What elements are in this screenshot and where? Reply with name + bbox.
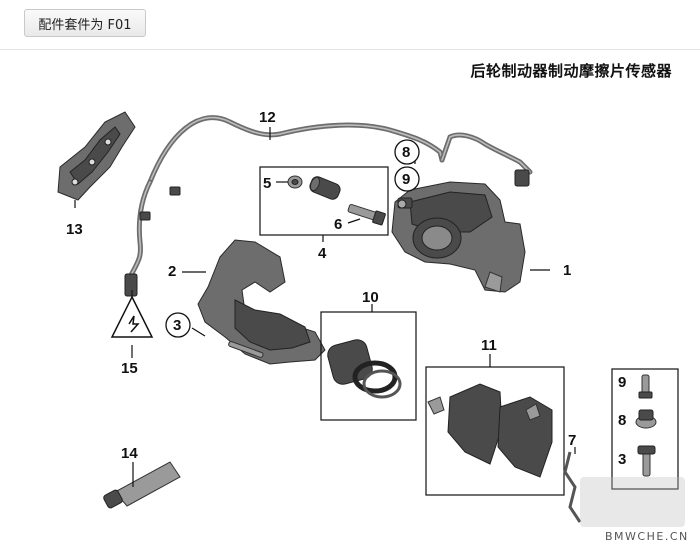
kit-box-11	[425, 366, 565, 496]
side-part-3-bolt[interactable]	[637, 445, 656, 477]
kit-box-10	[320, 311, 417, 421]
warning-triangle-icon	[110, 295, 154, 338]
side-part-9-bleeder-screw[interactable]	[638, 374, 653, 399]
callout-13: 13	[66, 221, 83, 238]
exploded-view-drawing: 1 2 3 4 5 6 7 8 9 10 11 12 13 14 15 9 8 …	[57, 109, 689, 543]
header-area: 配件套件为 F01 后轮制动器制动摩擦片传感器	[0, 0, 700, 88]
side-callout-9: 9	[618, 374, 626, 391]
side-callout-8: 8	[618, 412, 626, 429]
parts-kit-button[interactable]: 配件套件为 F01	[24, 9, 146, 37]
part-2-caliper-carrier[interactable]	[197, 239, 326, 365]
part-12-wear-sensor-wire[interactable]	[124, 115, 533, 297]
part-6-guide-bolt[interactable]	[347, 203, 386, 226]
callout-3: 3	[173, 317, 181, 334]
side-callout-3: 3	[618, 451, 626, 468]
watermark: BMWCHE.CN	[580, 477, 689, 543]
part-4-guide-bushing[interactable]	[308, 175, 342, 201]
part-11-brake-pads[interactable]	[427, 383, 553, 478]
callout-12: 12	[259, 109, 276, 126]
callout-9-circle	[394, 166, 420, 192]
svg-text:BMWCHE.CN: BMWCHE.CN	[605, 530, 689, 543]
part-1-brake-caliper[interactable]	[391, 181, 526, 293]
callout-8: 8	[402, 144, 410, 161]
callout-7: 7	[568, 432, 576, 449]
part-7-anti-rattle-spring[interactable]	[563, 451, 582, 523]
callout-15: 15	[121, 360, 138, 377]
callout-3-circle	[165, 312, 191, 338]
callout-2: 2	[168, 263, 176, 280]
callout-1: 1	[563, 262, 571, 279]
part-14-grease-tube[interactable]	[103, 461, 181, 509]
header-divider	[0, 49, 700, 50]
callout-4: 4	[318, 245, 327, 262]
callout-9: 9	[402, 171, 410, 188]
callout-6: 6	[334, 216, 342, 233]
callout-11: 11	[481, 337, 497, 354]
callout-14: 14	[121, 445, 138, 462]
side-part-8-cap[interactable]	[635, 409, 657, 429]
part-13-bracket[interactable]	[57, 111, 136, 201]
parts-diagram: 1 2 3 4 5 6 7 8 9 10 11 12 13 14 15 9 8 …	[30, 92, 700, 547]
callout-10: 10	[362, 289, 379, 306]
callout-8-circle	[394, 139, 420, 165]
part-5-guide-bushing-cap[interactable]	[287, 175, 303, 189]
callout-5: 5	[263, 175, 271, 192]
side-kit-box	[611, 368, 679, 490]
kit-box-4	[259, 166, 389, 236]
diagram-title: 后轮制动器制动摩擦片传感器	[470, 62, 672, 80]
part-10-piston-seal-kit[interactable]	[326, 338, 402, 399]
